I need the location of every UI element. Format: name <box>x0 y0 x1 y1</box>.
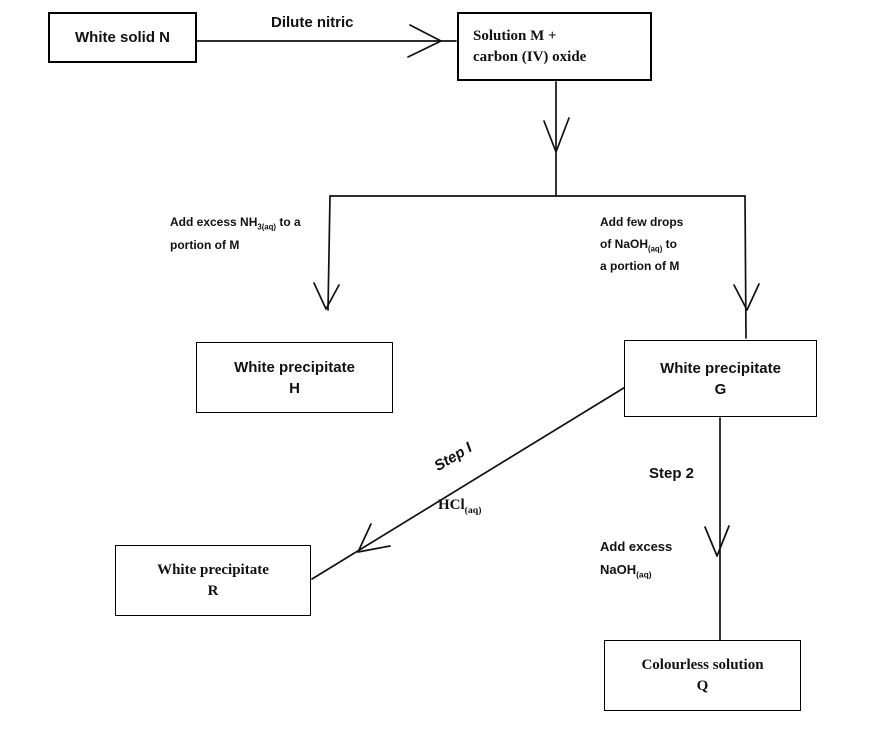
node-colourless-solution-q: Colourless solution Q <box>604 640 801 711</box>
node-white-precipitate-r-line1: White precipitate <box>157 561 269 578</box>
label-add-few-drops-line1: Add few drops <box>600 215 684 229</box>
arrowhead-g-to-r <box>357 523 391 553</box>
label-hcl: HCl(aq) <box>438 497 482 516</box>
nh3-subscript: 3(aq) <box>257 222 277 232</box>
naoh-excess-subscript: (aq) <box>636 569 652 580</box>
label-add-few-drops-line2: of NaOH(aq) to <box>600 237 677 254</box>
arrow-line-to-h <box>327 195 331 311</box>
label-add-few-drops-line3: a portion of M <box>600 259 680 273</box>
node-white-precipitate-h-line1: White precipitate <box>234 358 355 376</box>
arrowhead-g-to-q <box>704 525 730 557</box>
label-add-excess-nh3: Add excess NH3(aq) to a portion of M <box>170 211 301 257</box>
node-colourless-solution-q-line1: Colourless solution <box>641 656 764 673</box>
node-colourless-solution-q-line2: Q <box>696 677 709 694</box>
node-white-solid-n-label: White solid N <box>75 29 170 46</box>
node-solution-m-line1: Solution M + <box>473 27 557 44</box>
node-white-precipitate-h-line2: H <box>289 379 300 397</box>
label-add-excess-naoh: Add excess NaOH(aq) <box>600 535 672 581</box>
label-add-excess-naoh-line2: NaOH(aq) <box>600 562 652 580</box>
node-white-precipitate-h: White precipitate H <box>196 342 393 413</box>
arrowhead-m-down <box>543 117 570 153</box>
label-step-2: Step 2 <box>649 465 695 482</box>
arrowhead-to-g <box>733 283 760 311</box>
node-white-precipitate-r: White precipitate R <box>115 545 311 616</box>
arrowhead-to-h <box>313 282 340 310</box>
node-white-solid-n: White solid N <box>48 12 197 63</box>
node-white-precipitate-g-line2: G <box>714 380 727 398</box>
naoh-subscript: (aq) <box>648 244 663 254</box>
node-solution-m: Solution M + carbon (IV) oxide <box>457 12 652 81</box>
arrow-line-to-g <box>744 195 747 339</box>
node-solution-m-line2: carbon (IV) oxide <box>473 48 587 65</box>
node-white-precipitate-g-line1: White precipitate <box>660 359 781 377</box>
hcl-subscript: (aq) <box>464 505 482 516</box>
arrowhead-n-to-m <box>407 24 442 58</box>
label-add-few-drops-naoh: Add few drops of NaOH(aq) to a portion o… <box>600 211 683 277</box>
label-add-excess-naoh-line1: Add excess <box>600 539 673 554</box>
label-add-excess-nh3-line1: Add excess NH3(aq) to a <box>170 215 301 232</box>
label-add-excess-nh3-line2: portion of M <box>170 238 240 252</box>
node-white-precipitate-r-line2: R <box>207 582 219 599</box>
label-dilute-nitric: Dilute nitric <box>271 14 354 31</box>
node-white-precipitate-g: White precipitate G <box>624 340 817 417</box>
arrow-line-g-to-r <box>311 385 628 580</box>
